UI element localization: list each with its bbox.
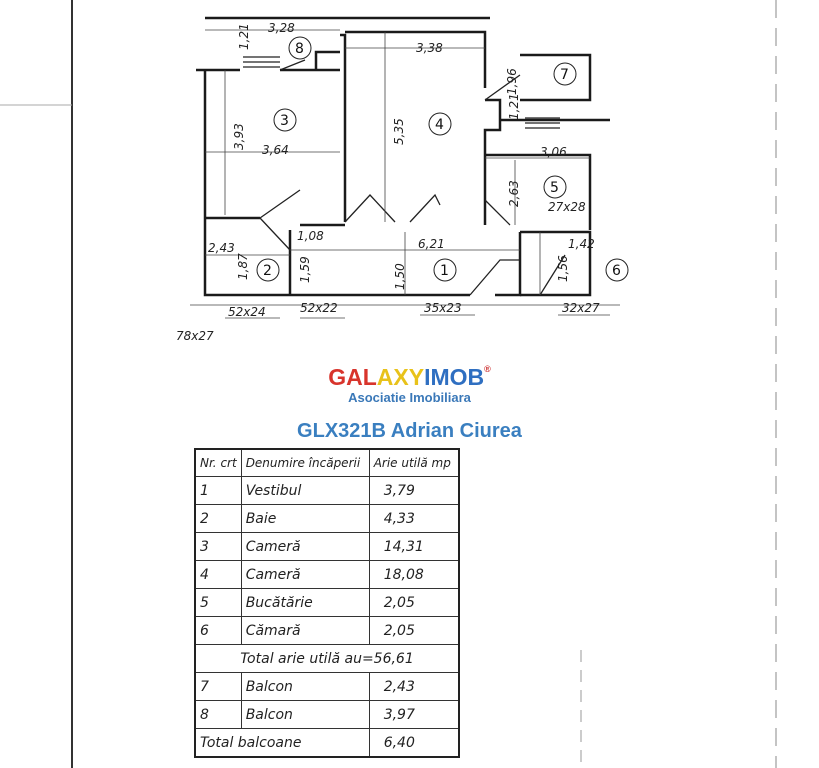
- room-number: 1: [440, 263, 449, 279]
- dimension-label: 3,28: [268, 21, 295, 35]
- dimension-label: 3,06: [540, 145, 567, 159]
- row-name: Bucătărie: [240, 588, 370, 617]
- doors: [243, 56, 566, 296]
- row-nr: 8: [194, 700, 242, 729]
- dimension-label: 1,59: [298, 256, 312, 283]
- row-nr: 2: [194, 504, 242, 533]
- dimension-label: 1,96: [505, 68, 519, 95]
- room-number: 2: [263, 263, 272, 279]
- dimension-label: 27x28: [548, 200, 586, 214]
- row-name: Vestibul: [240, 476, 370, 505]
- dimension-lines: [190, 29, 620, 319]
- logo-subtitle: Asociatie Imobiliara: [348, 390, 471, 405]
- dimension-label: 3,93: [232, 123, 246, 150]
- dimension-label: 3,38: [416, 41, 443, 55]
- row-nr: 1: [194, 476, 242, 505]
- row-area: 18,08: [368, 560, 460, 589]
- total-balconies-area: 6,40: [368, 728, 460, 758]
- header-name: Denumire încăperii: [240, 448, 370, 477]
- logo-part: IMOB: [424, 364, 485, 390]
- row-name: Balcon: [240, 672, 370, 701]
- room-number: 3: [280, 113, 289, 129]
- row-area: 2,05: [368, 616, 460, 645]
- header-area: Arie utilă mp: [368, 448, 460, 477]
- dimension-label: 1,42: [568, 237, 595, 251]
- room-number: 5: [550, 180, 559, 196]
- dimension-label: 35x23: [424, 301, 462, 315]
- dimension-label: 52x22: [300, 301, 338, 315]
- total-useful-row: Total arie utilă au=56,61: [194, 644, 460, 673]
- row-name: Cămară: [240, 616, 370, 645]
- dimension-label: 52x24: [228, 305, 266, 319]
- dimension-label: 1,56: [556, 255, 570, 282]
- row-area: 3,79: [368, 476, 460, 505]
- dimension-label: 1,21: [507, 93, 521, 120]
- walls: [196, 16, 610, 297]
- dimension-labels: 3,28 1,21 3,38 3,93 3,64 5,35 1,96 1,21 …: [176, 21, 600, 343]
- row-nr: 4: [194, 560, 242, 589]
- room-number: 4: [435, 117, 444, 133]
- row-area: 2,43: [368, 672, 460, 701]
- row-nr: 3: [194, 532, 242, 561]
- row-nr: 6: [194, 616, 242, 645]
- total-useful: Total arie utilă au=56,61: [194, 644, 460, 673]
- registered-mark: ®: [484, 364, 491, 374]
- row-name: Balcon: [240, 700, 370, 729]
- dimension-label: 2,43: [208, 241, 235, 255]
- dimension-label: 78x27: [176, 329, 214, 343]
- dimension-label: 1,21: [237, 23, 251, 50]
- room-number: 8: [295, 41, 304, 57]
- dimension-label: 5,35: [392, 118, 406, 145]
- dimension-label: 6,21: [418, 237, 445, 251]
- row-area: 2,05: [368, 588, 460, 617]
- dimension-label: 3,64: [262, 143, 289, 157]
- total-balconies-label: Total balcoane: [194, 728, 370, 758]
- listing-reference: GLX321B Adrian Ciurea: [297, 420, 522, 442]
- row-area: 14,31: [368, 532, 460, 561]
- room-numbers: 1 2 3 4 5 6 7 8: [256, 36, 629, 282]
- agency-logo: GALAXYIMOB®: [0, 364, 819, 391]
- dimension-label: 32x27: [562, 301, 600, 315]
- row-nr: 7: [194, 672, 242, 701]
- room-number: 7: [560, 67, 569, 83]
- dimension-label: 1,08: [297, 229, 324, 243]
- dimension-label: 1,50: [393, 263, 407, 290]
- row-name: Baie: [240, 504, 370, 533]
- row-name: Cameră: [240, 532, 370, 561]
- dimension-label: 1,87: [236, 253, 250, 280]
- table-header: Nr. crt Denumire încăperii Arie utilă mp: [194, 448, 460, 477]
- room-areas-table: Nr. crt Denumire încăperii Arie utilă mp…: [194, 448, 460, 758]
- row-nr: 5: [194, 588, 242, 617]
- row-name: Cameră: [240, 560, 370, 589]
- logo-part: GAL: [328, 364, 377, 390]
- room-number: 6: [612, 263, 621, 279]
- header-nr: Nr. crt: [194, 448, 242, 477]
- row-area: 3,97: [368, 700, 460, 729]
- row-area: 4,33: [368, 504, 460, 533]
- dimension-label: 2,63: [507, 180, 521, 207]
- logo-part: AXY: [376, 364, 425, 390]
